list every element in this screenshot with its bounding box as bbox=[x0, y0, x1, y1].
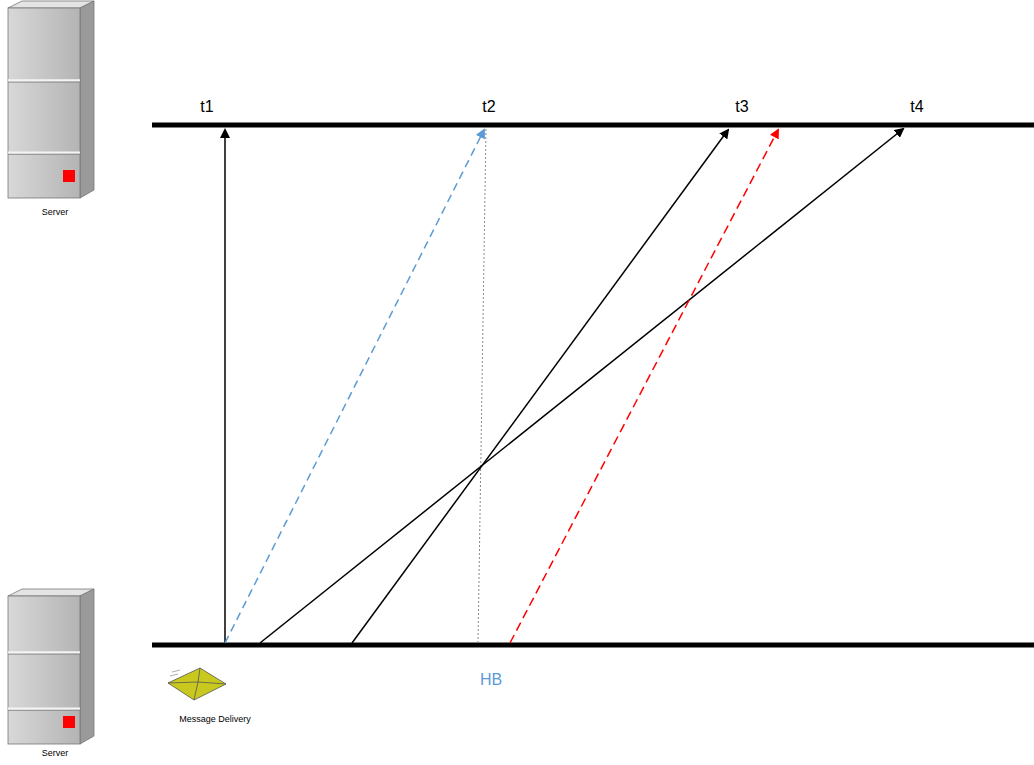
time-label: t4 bbox=[910, 98, 923, 116]
late-arrow bbox=[510, 130, 778, 643]
envelope-label: Message Delivery bbox=[179, 714, 251, 724]
server-node: Server bbox=[5, 0, 105, 217]
server-label: Server bbox=[5, 207, 105, 217]
message-arrow bbox=[352, 130, 728, 643]
server-node: Server bbox=[5, 588, 105, 758]
heartbeat-label: HB bbox=[480, 671, 502, 689]
timeline bbox=[152, 643, 1034, 648]
message-arrow bbox=[224, 130, 226, 643]
server-icon bbox=[5, 588, 105, 746]
time-label: t2 bbox=[482, 98, 495, 116]
server-label: Server bbox=[5, 748, 105, 758]
timeline bbox=[152, 123, 1034, 128]
envelope-icon bbox=[168, 668, 226, 700]
message-arrow bbox=[260, 129, 903, 643]
heartbeat-marker bbox=[478, 128, 486, 643]
heartbeat-arrow bbox=[225, 130, 484, 643]
server-icon bbox=[5, 0, 105, 200]
time-label: t1 bbox=[200, 98, 213, 116]
time-label: t3 bbox=[735, 98, 748, 116]
